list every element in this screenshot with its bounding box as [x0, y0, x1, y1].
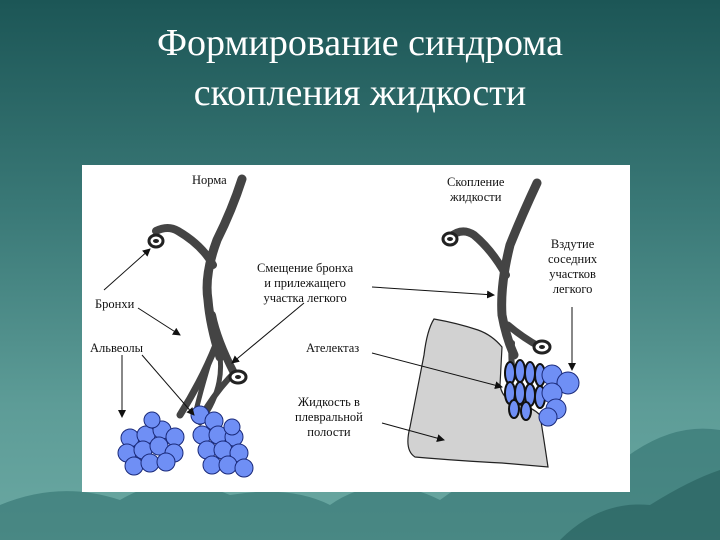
alveoli-cluster-right: [190, 405, 254, 478]
bronchus-cross-section-3: [441, 231, 459, 247]
label-vzdutie-line4: легкого: [552, 282, 593, 296]
label-vzdutie-line1: Вздутие: [550, 237, 595, 251]
diagram-panel: Норма Скопление жидкости Вздутие соседни…: [82, 165, 630, 492]
label-vzdutie-line3: участков: [549, 267, 596, 281]
bronchus-cross-section-1: [147, 233, 165, 249]
label-zhidkost: Жидкость в плевральной полости: [295, 395, 363, 440]
arrows: [103, 248, 576, 443]
label-norma: Норма: [192, 173, 227, 187]
label-atelektaz: Ателектаз: [306, 341, 360, 355]
slide-title: Формирование синдрома скопления жидкости: [0, 18, 720, 118]
label-vzdutie-line2: соседних: [548, 252, 598, 266]
label-vzdutie: Вздутие соседних участков легкого: [548, 237, 597, 297]
label-smeshchenie-line1: Смещение бронха: [257, 261, 354, 275]
atelectasis-alveoli: [504, 359, 546, 421]
slide-title-line2: скопления жидкости: [193, 72, 527, 114]
label-zhidkost-line1: Жидкость в: [297, 395, 360, 409]
label-zhidkost-line2: плевральной: [295, 410, 363, 424]
bronchus-cross-section-4: [532, 339, 552, 355]
label-smeshchenie: Смещение бронха и прилежащего участка ле…: [257, 261, 353, 306]
label-zhidkost-line3: полости: [307, 425, 351, 439]
label-skoplenie-line1: Скопление: [447, 175, 505, 189]
label-bronkhi: Бронхи: [95, 297, 135, 311]
label-alveoly: Альвеолы: [90, 341, 144, 355]
label-skoplenie: Скопление жидкости: [447, 175, 504, 205]
alveoli-cluster-left: [117, 411, 185, 476]
label-smeshchenie-line2: и прилежащего: [264, 276, 346, 290]
diagram-svg: [103, 174, 580, 478]
label-smeshchenie-line3: участка легкого: [263, 291, 347, 305]
slide-title-line1: Формирование синдрома: [157, 22, 563, 64]
inflated-alveoli: [538, 364, 580, 427]
label-skoplenie-line2: жидкости: [450, 190, 502, 204]
bronchus-cross-section-2: [228, 369, 248, 385]
